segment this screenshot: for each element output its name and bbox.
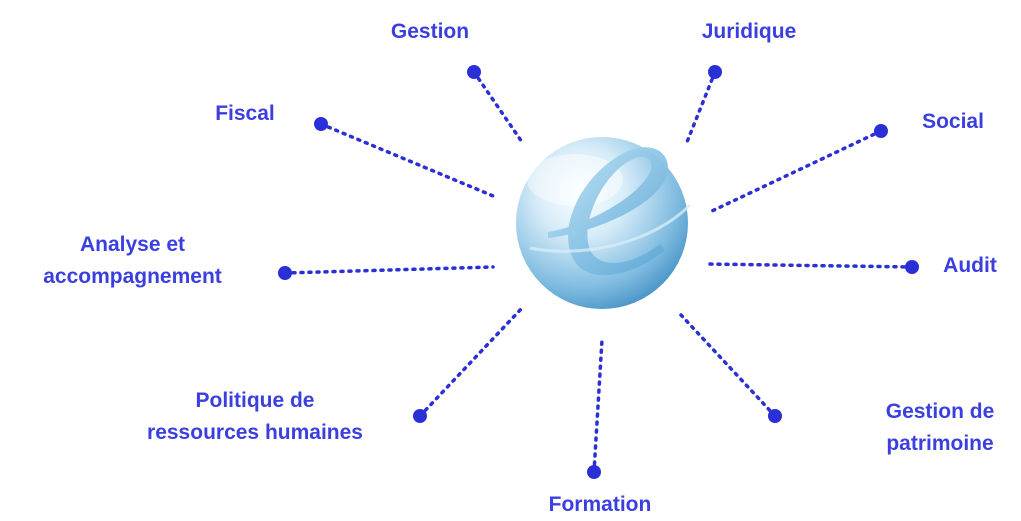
node-label-social: Social — [922, 110, 984, 133]
center-logo — [516, 137, 692, 309]
connector-analyse — [278, 265, 495, 280]
node-label-analyse-line2: accompagnement — [43, 265, 222, 288]
connector-fiscal — [314, 117, 500, 200]
connector-audit — [704, 260, 919, 274]
node-label-analyse: Analyse et accompagnement — [0, 229, 265, 293]
node-label-patrimoine-line2: patrimoine — [886, 432, 994, 455]
node-label-fiscal: Fiscal — [215, 102, 275, 125]
connector-politique — [413, 306, 524, 423]
connector-gestion — [467, 65, 524, 144]
connector-juridique — [685, 65, 722, 144]
node-label-analyse-line1: Analyse et — [79, 233, 186, 256]
node-label-patrimoine: Gestion de patrimoine — [860, 396, 1020, 460]
letter-e-logo-icon — [529, 147, 692, 276]
connector-social — [710, 124, 888, 213]
connector-patrimoine — [679, 313, 782, 423]
node-label-politique-line1: Politique de — [195, 389, 315, 412]
node-label-politique-line2: ressources humaines — [147, 421, 363, 444]
node-label-audit: Audit — [943, 254, 997, 277]
node-label-gestion: Gestion — [390, 20, 470, 43]
node-label-juridique: Juridique — [701, 20, 797, 43]
node-label-politique: Politique de ressources humaines — [100, 385, 410, 449]
connector-formation — [587, 338, 604, 479]
node-label-formation: Formation — [548, 493, 652, 516]
node-label-patrimoine-line1: Gestion de — [885, 400, 995, 423]
